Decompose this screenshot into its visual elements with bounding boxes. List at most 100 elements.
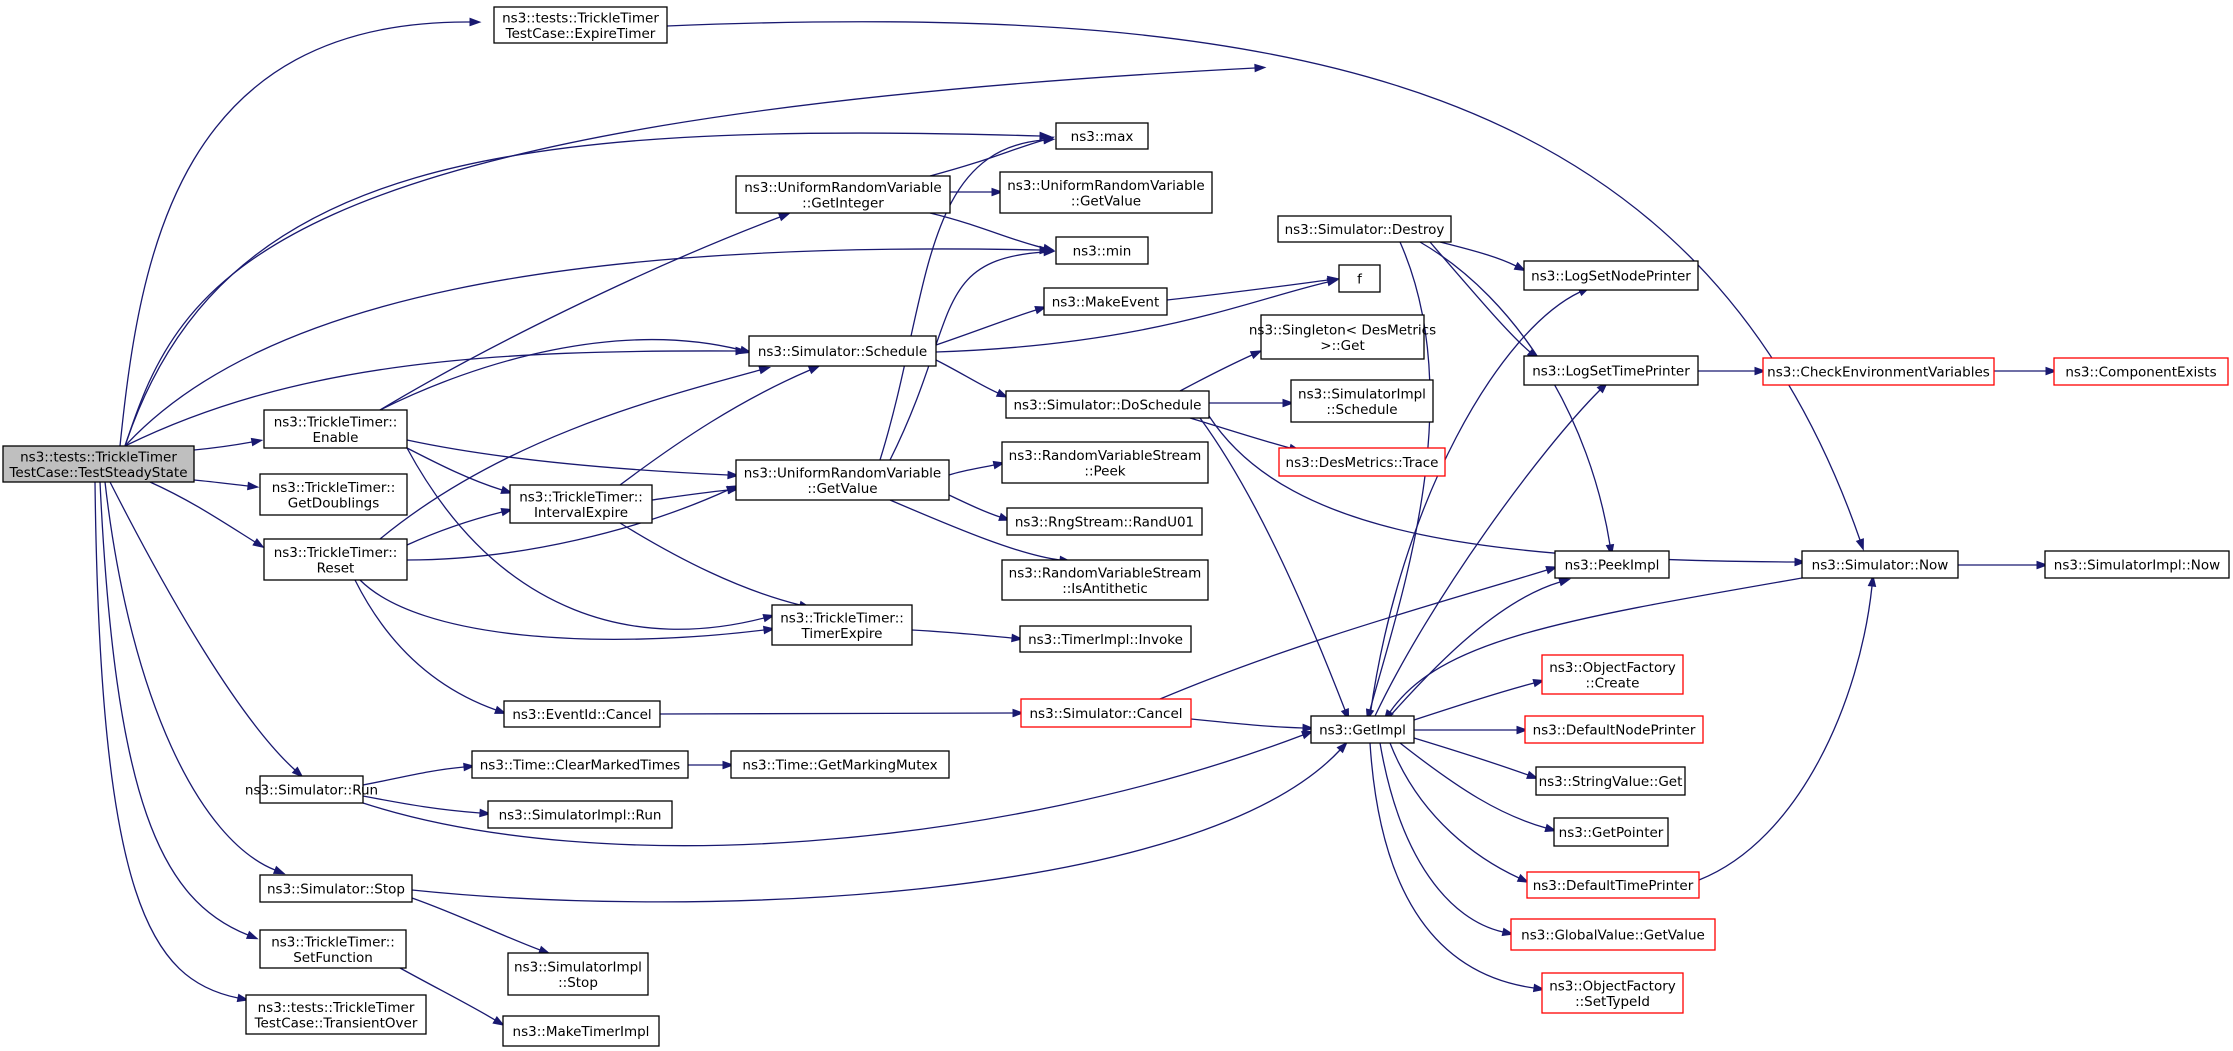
node-box[interactable] [509, 484, 653, 524]
node-simimpl-now[interactable]: ns3::SimulatorImpl::Now [2044, 550, 2230, 579]
node-box[interactable] [245, 994, 427, 1035]
node-singleton-get[interactable]: ns3::Singleton< DesMetrics>::Get [1249, 314, 1436, 360]
node-box[interactable] [1524, 715, 1704, 744]
node-tt-reset[interactable]: ns3::TrickleTimer::Reset [263, 538, 408, 581]
node-box[interactable] [507, 952, 649, 996]
node-box[interactable] [487, 800, 673, 829]
node-box[interactable] [263, 409, 408, 449]
node-box[interactable] [1762, 357, 1995, 386]
node-max[interactable]: ns3::max [1055, 122, 1149, 150]
node-box[interactable] [1523, 355, 1699, 386]
node-urv-getinteger[interactable]: ns3::UniformRandomVariable::GetInteger [735, 175, 951, 214]
node-min[interactable]: ns3::min [1055, 236, 1149, 265]
node-box[interactable] [1523, 260, 1699, 291]
node-root[interactable]: ns3::tests::TrickleTimerTestCase::TestSt… [2, 445, 195, 483]
node-tt-intervalexpire[interactable]: ns3::TrickleTimer::IntervalExpire [509, 484, 653, 524]
node-urv-getvalue[interactable]: ns3::UniformRandomVariable::GetValue [735, 459, 950, 501]
node-time-getmarkingmutex[interactable]: ns3::Time::GetMarkingMutex [730, 750, 950, 779]
node-box[interactable] [748, 335, 937, 367]
node-box[interactable] [1006, 507, 1203, 536]
node-objfactory-settypeid[interactable]: ns3::ObjectFactory::SetTypeId [1541, 972, 1684, 1014]
node-sim-now[interactable]: ns3::Simulator::Now [1801, 550, 1959, 579]
node-box[interactable] [1553, 817, 1669, 847]
node-expire-timer[interactable]: ns3::tests::TrickleTimerTestCase::Expire… [493, 6, 668, 44]
node-box[interactable] [1020, 698, 1192, 728]
node-box[interactable] [771, 604, 913, 646]
node-sim-cancel[interactable]: ns3::Simulator::Cancel [1020, 698, 1192, 728]
node-box[interactable] [1510, 918, 1716, 951]
node-box[interactable] [1310, 715, 1415, 744]
node-stringvalue-get[interactable]: ns3::StringValue::Get [1535, 766, 1686, 796]
node-box[interactable] [1541, 972, 1684, 1014]
node-box[interactable] [1001, 441, 1209, 484]
node-box[interactable] [1055, 122, 1149, 150]
node-simimpl-schedule[interactable]: ns3::SimulatorImpl::Schedule [1290, 379, 1434, 423]
node-maketimerimpl[interactable]: ns3::MakeTimerImpl [502, 1015, 660, 1047]
node-box[interactable] [1055, 236, 1149, 265]
node-urv-getvalue-top[interactable]: ns3::UniformRandomVariable::GetValue [999, 171, 1213, 214]
node-timerimpl-invoke[interactable]: ns3::TimerImpl::Invoke [1019, 625, 1192, 653]
node-sim-stop[interactable]: ns3::Simulator::Stop [259, 874, 413, 903]
node-globalvalue-getvalue[interactable]: ns3::GlobalValue::GetValue [1510, 918, 1716, 951]
node-getpointer[interactable]: ns3::GetPointer [1553, 817, 1669, 847]
node-box[interactable] [1801, 550, 1959, 579]
node-box[interactable] [259, 874, 413, 903]
node-defaultnodeprinter[interactable]: ns3::DefaultNodePrinter [1524, 715, 1704, 744]
node-desmetrics-trace[interactable]: ns3::DesMetrics::Trace [1278, 447, 1446, 477]
node-checkenv[interactable]: ns3::CheckEnvironmentVariables [1762, 357, 1995, 386]
node-box[interactable] [1290, 379, 1434, 423]
node-sim-run[interactable]: ns3::Simulator::Run [245, 775, 378, 804]
node-componentexists[interactable]: ns3::ComponentExists [2053, 357, 2229, 386]
node-box[interactable] [1019, 625, 1192, 653]
node-defaulttimeprinter[interactable]: ns3::DefaultTimePrinter [1526, 871, 1700, 899]
node-box[interactable] [2, 445, 195, 483]
node-logsettimeprinter[interactable]: ns3::LogSetTimePrinter [1523, 355, 1699, 386]
node-box[interactable] [1338, 264, 1381, 293]
node-sim-destroy[interactable]: ns3::Simulator::Destroy [1277, 215, 1452, 243]
node-getimpl[interactable]: ns3::GetImpl [1310, 715, 1415, 744]
node-box[interactable] [259, 775, 364, 804]
node-box[interactable] [259, 929, 407, 969]
node-box[interactable] [2053, 357, 2229, 386]
node-box[interactable] [1278, 447, 1446, 477]
node-box[interactable] [259, 473, 408, 516]
node-box[interactable] [493, 6, 668, 44]
node-box[interactable] [1260, 314, 1425, 360]
node-box[interactable] [1043, 287, 1168, 316]
node-box[interactable] [730, 750, 950, 779]
node-tt-transientover[interactable]: ns3::tests::TrickleTimerTestCase::Transi… [245, 994, 427, 1035]
node-logsetnodeprinter[interactable]: ns3::LogSetNodePrinter [1523, 260, 1699, 291]
node-peekimpl[interactable]: ns3::PeekImpl [1554, 550, 1670, 579]
node-box[interactable] [1277, 215, 1452, 243]
node-rngstream[interactable]: ns3::RngStream::RandU01 [1006, 507, 1203, 536]
node-box[interactable] [502, 1015, 660, 1047]
node-box[interactable] [2044, 550, 2230, 579]
node-rvs-isantithetic[interactable]: ns3::RandomVariableStream::IsAntithetic [1001, 559, 1209, 601]
node-simimpl-run[interactable]: ns3::SimulatorImpl::Run [487, 800, 673, 829]
node-tt-enable[interactable]: ns3::TrickleTimer::Enable [263, 409, 408, 449]
node-rvs-peek[interactable]: ns3::RandomVariableStream::Peek [1001, 441, 1209, 484]
node-tt-getdoublings[interactable]: ns3::TrickleTimer::GetDoublings [259, 473, 408, 516]
node-time-clearmarked[interactable]: ns3::Time::ClearMarkedTimes [471, 750, 689, 779]
node-box[interactable] [1541, 654, 1684, 695]
node-sim-schedule[interactable]: ns3::Simulator::Schedule [748, 335, 937, 367]
node-simimpl-stop[interactable]: ns3::SimulatorImpl::Stop [507, 952, 649, 996]
node-tt-timerexpire[interactable]: ns3::TrickleTimer::TimerExpire [771, 604, 913, 646]
node-eventid-cancel[interactable]: ns3::EventId::Cancel [503, 700, 661, 728]
node-objfactory-create[interactable]: ns3::ObjectFactory::Create [1541, 654, 1684, 695]
node-box[interactable] [1554, 550, 1670, 579]
node-tt-setfunction[interactable]: ns3::TrickleTimer::SetFunction [259, 929, 407, 969]
node-box[interactable] [999, 171, 1213, 214]
node-box[interactable] [735, 459, 950, 501]
node-box[interactable] [1001, 559, 1209, 601]
node-f[interactable]: f [1338, 264, 1381, 293]
node-box[interactable] [1535, 766, 1686, 796]
node-makeevent[interactable]: ns3::MakeEvent [1043, 287, 1168, 316]
node-box[interactable] [1005, 390, 1210, 419]
node-box[interactable] [735, 175, 951, 214]
node-sim-doschedule[interactable]: ns3::Simulator::DoSchedule [1005, 390, 1210, 419]
node-box[interactable] [263, 538, 408, 581]
node-box[interactable] [471, 750, 689, 779]
node-box[interactable] [1526, 871, 1700, 899]
node-box[interactable] [503, 700, 661, 728]
